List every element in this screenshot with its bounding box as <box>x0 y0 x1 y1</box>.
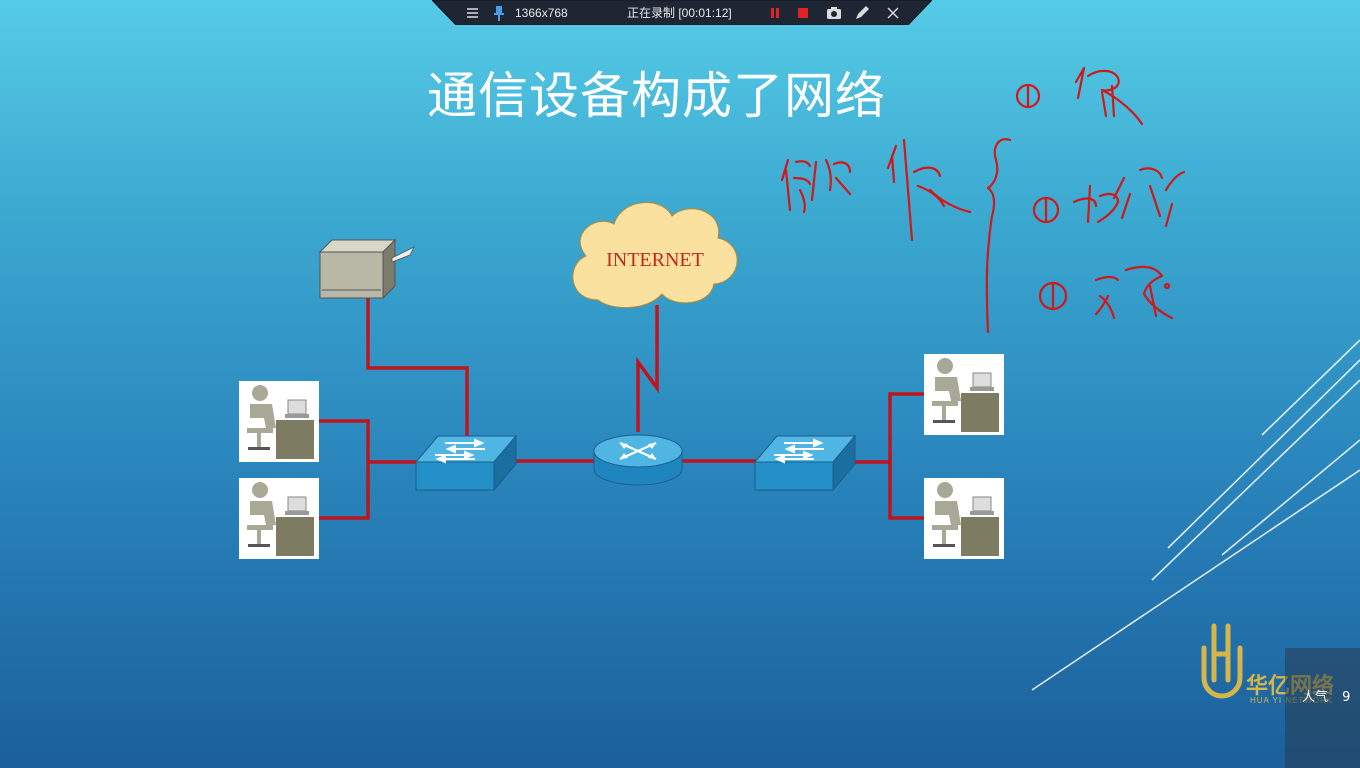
link-switch-pc4 <box>888 462 924 520</box>
menu-icon[interactable] <box>464 4 482 22</box>
stop-icon[interactable] <box>794 4 812 22</box>
recorder-status: 正在录制 [00:01:12] <box>627 6 732 20</box>
viewer-label: 人气 <box>1302 690 1329 705</box>
pause-icon[interactable] <box>766 4 784 22</box>
pc-icon-right-2 <box>924 478 1004 559</box>
internet-cloud-icon: INTERNET <box>572 202 738 309</box>
pin-icon[interactable] <box>490 4 508 22</box>
pc-icon-right-1 <box>924 354 1004 435</box>
printer-icon <box>318 238 415 300</box>
logo-mark-icon <box>1201 623 1243 699</box>
close-icon[interactable] <box>884 4 902 22</box>
link-router-internet <box>636 305 659 432</box>
viewer-panel <box>1285 648 1360 768</box>
recorder-resolution: 1366x768 <box>515 6 568 20</box>
viewer-count: 人气 9 <box>1302 686 1350 705</box>
switch-icon-right <box>753 434 857 492</box>
internet-label: INTERNET <box>606 249 704 271</box>
link-pc2-switch <box>318 462 370 520</box>
recorder-toolbar-bg <box>432 0 932 25</box>
link-switch-pc3 <box>854 392 924 464</box>
switch-icon-left <box>414 434 518 492</box>
camera-icon[interactable] <box>825 4 843 22</box>
pen-icon[interactable] <box>853 4 871 22</box>
router-icon <box>593 434 683 486</box>
link-pc1-switch <box>318 419 418 464</box>
pc-icon-left-2 <box>239 478 319 559</box>
slide-title: 通信设备构成了网络 <box>427 67 886 125</box>
recorder-toolbar: 1366x768 正在录制 [00:01:12] <box>432 0 932 25</box>
link-printer-switch <box>366 298 469 440</box>
pc-icon-left-1 <box>239 381 319 462</box>
viewer-number: 9 <box>1342 690 1351 705</box>
